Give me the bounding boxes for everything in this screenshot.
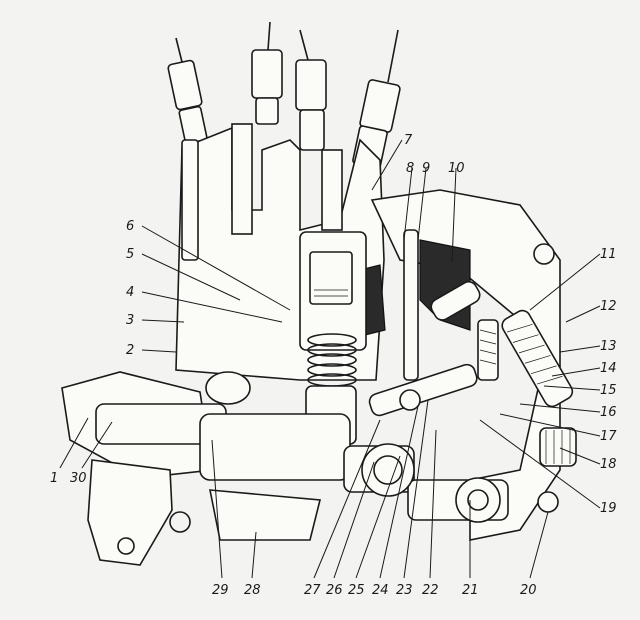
callout-15: 15 (600, 383, 617, 398)
callout-18: 18 (600, 457, 617, 472)
callout-10: 10 (448, 161, 465, 176)
callout-4: 4 (126, 285, 134, 300)
callout-6: 6 (126, 219, 134, 234)
callout-9: 9 (422, 161, 430, 176)
callout-30: 30 (70, 471, 87, 486)
callout-3: 3 (126, 313, 134, 328)
callout-23: 23 (396, 583, 413, 598)
callout-7: 7 (404, 133, 413, 148)
callout-25: 25 (348, 583, 365, 598)
leader-lines (59, 139, 601, 579)
callout-27: 27 (304, 583, 321, 598)
callout-labels: 1 30 2 3 4 5 6 7 8 9 10 11 12 13 14 15 1… (50, 133, 617, 598)
callout-13: 13 (600, 339, 617, 354)
callout-8: 8 (406, 161, 414, 176)
callout-12: 12 (600, 299, 617, 314)
drive-shaft-assembly (61, 371, 509, 566)
callout-29: 29 (212, 583, 229, 598)
governor-linkage (368, 229, 577, 513)
callout-16: 16 (600, 405, 617, 420)
callout-20: 20 (520, 583, 537, 598)
callout-2: 2 (126, 343, 134, 358)
callout-24: 24 (372, 583, 389, 598)
callout-21: 21 (462, 583, 479, 598)
callout-17: 17 (600, 429, 617, 444)
callout-28: 28 (244, 583, 261, 598)
callout-14: 14 (600, 361, 617, 376)
callout-5: 5 (126, 247, 134, 262)
callout-1: 1 (50, 471, 58, 486)
pump-housing (175, 123, 561, 541)
callout-26: 26 (326, 583, 343, 598)
callout-19: 19 (600, 501, 617, 516)
callout-22: 22 (422, 583, 439, 598)
callout-11: 11 (600, 247, 617, 262)
